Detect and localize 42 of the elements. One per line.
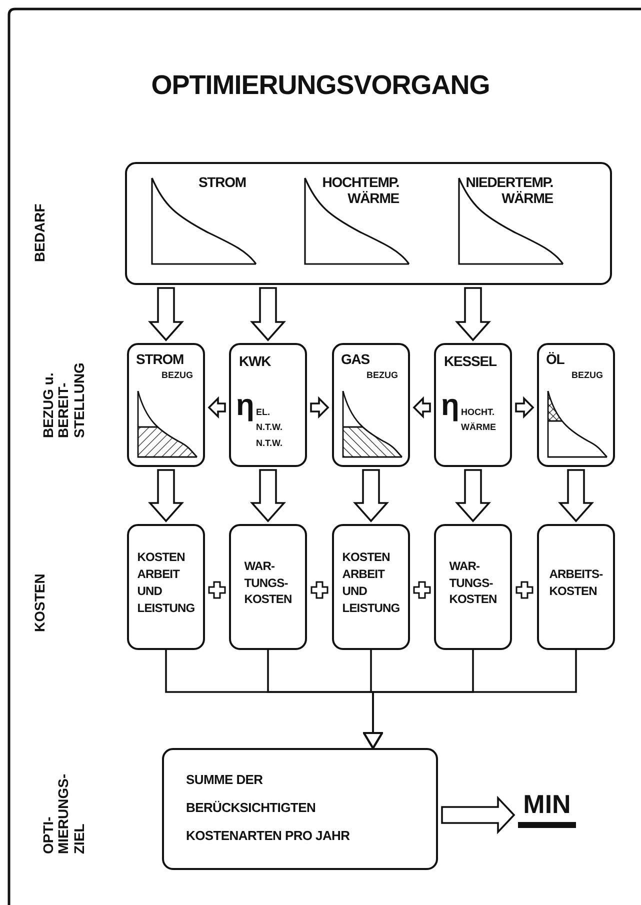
efficiency-symbol: η [441,389,460,424]
cost-label: WAR- TUNGS- KOSTEN [244,558,292,608]
demand-label: NIEDERTEMP. WÄRME [466,174,553,206]
block-arrow [441,796,516,834]
block-arrow [455,287,491,342]
block-arrow [148,287,184,342]
row-label: OPTI- MIERUNGS- ZIEL [40,772,88,854]
demand-label: STROM [198,174,246,190]
block-arrow [148,469,184,522]
block-arrow [310,396,330,419]
row-label: BEDARF [32,202,48,262]
plant-label: KWK [239,353,271,370]
efficiency-sublabel: EL. N.T.W. N.T.W. [256,406,282,450]
block-arrow [208,396,226,419]
cost-label: WAR- TUNGS- KOSTEN [449,558,497,608]
row-label: KOSTEN [32,572,48,632]
block-arrow [353,469,389,522]
cost-label: ARBEITS- KOSTEN [549,566,603,600]
block-arrow [412,396,431,419]
row-label: BEZUG u. BEREIT- STELLUNG [40,362,88,438]
block-arrow [558,469,594,522]
efficiency-sublabel: HOCHT. WÄRME [461,406,496,434]
block-arrow [250,469,286,522]
demand-panel [125,162,612,285]
demand-label: HOCHTEMP. WÄRME [322,174,399,206]
source-sublabel: BEZUG [572,370,603,380]
source-label: ÖL [546,351,564,368]
result-text: MIN [518,790,576,828]
connector-arrow [363,650,577,749]
cost-label: KOSTEN ARBEIT UND LEISTUNG [137,549,195,617]
source-label: STROM [136,351,184,368]
source-sublabel: BEZUG [162,370,193,380]
block-arrow [455,469,491,522]
source-label: GAS [341,351,370,368]
block-arrow [250,287,286,342]
cost-label: KOSTEN ARBEIT UND LEISTUNG [342,549,400,617]
objective-text: SUMME DER BERÜCKSICHTIGTEN KOSTENARTEN PRO JAHR [186,771,351,845]
plant-label: KESSEL [444,353,496,370]
block-arrow [515,396,534,419]
diagram-title: OPTIMIERUNGSVORGANG [150,70,491,102]
source-sublabel: BEZUG [366,370,398,380]
efficiency-symbol: η [236,389,254,424]
